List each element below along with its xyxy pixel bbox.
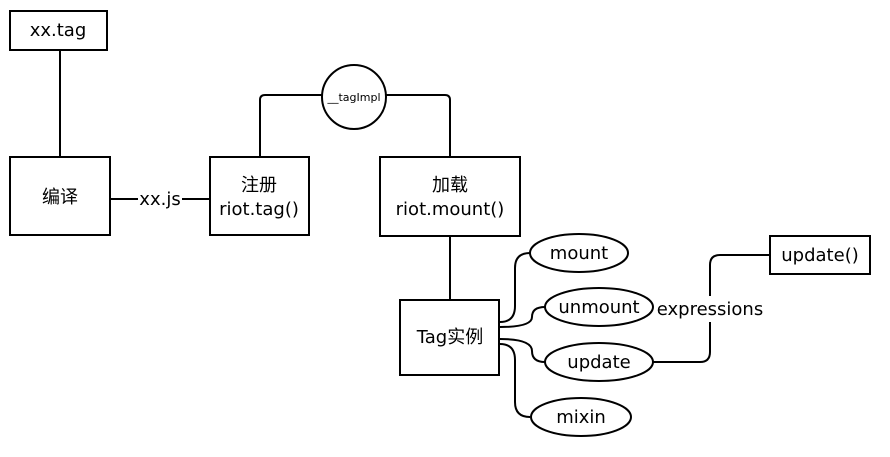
compile-node bbox=[9, 156, 111, 236]
tagimpl-label: __tagImpl bbox=[326, 91, 380, 104]
load-title-label: 加载 bbox=[432, 175, 468, 196]
mount-node bbox=[529, 233, 629, 273]
register-title-label: 注册 bbox=[241, 175, 277, 196]
xxjs-label-bg bbox=[138, 187, 182, 211]
tagimpl-node bbox=[321, 64, 387, 130]
register-node bbox=[209, 156, 310, 236]
update-node bbox=[544, 342, 654, 382]
xx-js-label: xx.js bbox=[139, 189, 180, 210]
connector-taginstance-mount bbox=[499, 252, 531, 323]
connector-taginstance-mixin bbox=[499, 343, 531, 418]
connector-taginstance-update bbox=[499, 338, 546, 363]
unmount-node bbox=[544, 287, 654, 327]
update-fn-node bbox=[769, 235, 871, 275]
connector-expressions-updatefn bbox=[709, 254, 770, 296]
expressions-label: expressions bbox=[657, 299, 763, 320]
mixin-node bbox=[530, 397, 632, 437]
connector-update-expressions bbox=[653, 322, 711, 363]
load-node bbox=[379, 156, 521, 237]
update-fn-label: update() bbox=[781, 245, 858, 266]
load-api-label: riot.mount() bbox=[396, 199, 505, 220]
xx-tag-node bbox=[9, 10, 108, 51]
expressions-label-bg bbox=[657, 296, 763, 322]
mixin-label: mixin bbox=[556, 407, 606, 428]
xx-tag-label: xx.tag bbox=[30, 20, 87, 41]
compile-label: 编译 bbox=[42, 187, 78, 208]
unmount-label: unmount bbox=[558, 297, 639, 318]
tag-instance-label: Tag实例 bbox=[416, 327, 483, 348]
connector-tagimpl-load bbox=[386, 94, 451, 157]
connector-register-tagimpl bbox=[259, 94, 322, 157]
update-label: update bbox=[567, 352, 630, 373]
mount-label: mount bbox=[550, 243, 608, 264]
connector-taginstance-unmount bbox=[499, 306, 546, 328]
tag-instance-node bbox=[399, 299, 500, 376]
register-api-label: riot.tag() bbox=[219, 199, 299, 220]
